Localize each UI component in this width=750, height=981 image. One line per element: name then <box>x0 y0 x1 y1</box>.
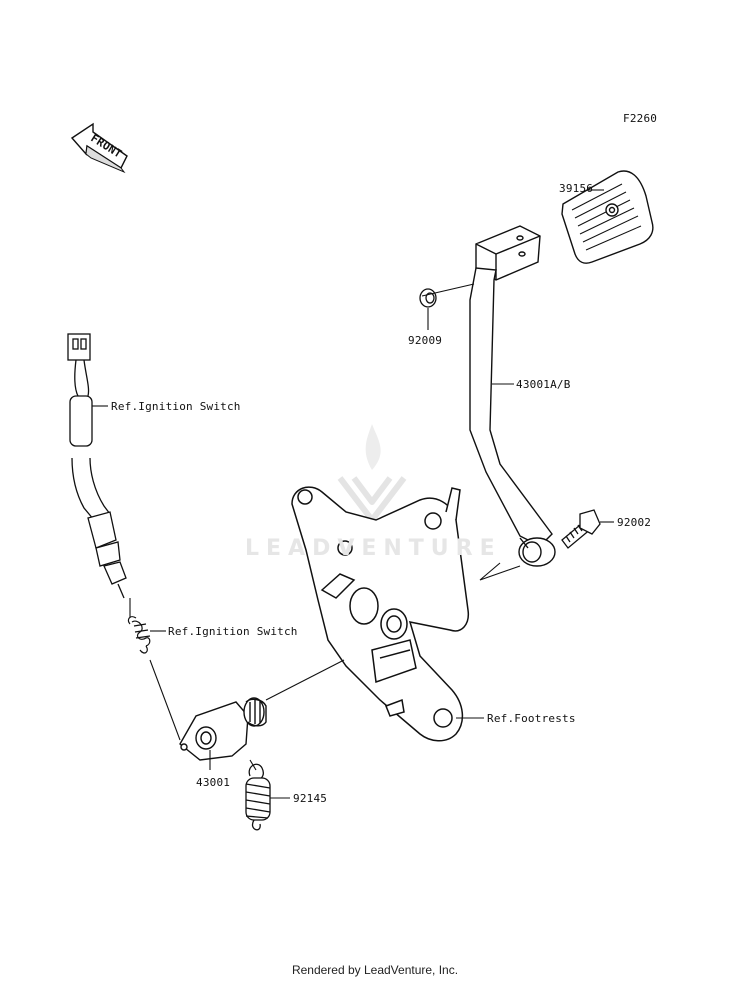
bolt <box>561 509 601 549</box>
part-label-43001ab: 43001A/B <box>516 378 571 391</box>
footer-credit: Rendered by LeadVenture, Inc. <box>291 963 459 977</box>
watermark-logo <box>337 424 407 523</box>
washer <box>419 288 437 308</box>
brake-pedal-arm <box>469 267 556 567</box>
ref-label-ignition-switch-1: Ref.Ignition Switch <box>111 400 241 413</box>
part-label-43001: 43001 <box>196 776 230 789</box>
part-label-39156: 39156 <box>559 182 593 195</box>
switch-arm <box>179 697 267 761</box>
small-spring <box>127 616 151 654</box>
leader-lines <box>92 189 614 799</box>
footrest-bracket <box>291 486 470 742</box>
figure-code: F2260 <box>623 112 657 125</box>
ref-label-ignition-switch-2: Ref.Ignition Switch <box>168 625 298 638</box>
part-label-92145: 92145 <box>293 792 327 805</box>
brake-switch-wiring <box>67 333 127 599</box>
part-label-92002: 92002 <box>617 516 651 529</box>
pedal-pad <box>561 170 654 264</box>
ref-label-footrests: Ref.Footrests <box>487 712 576 725</box>
pedal-block <box>475 225 541 281</box>
part-label-92009: 92009 <box>408 334 442 347</box>
return-spring <box>245 763 271 831</box>
front-arrow-icon: FRONT <box>70 122 128 174</box>
watermark-text: LEADVENTURE <box>245 536 502 561</box>
